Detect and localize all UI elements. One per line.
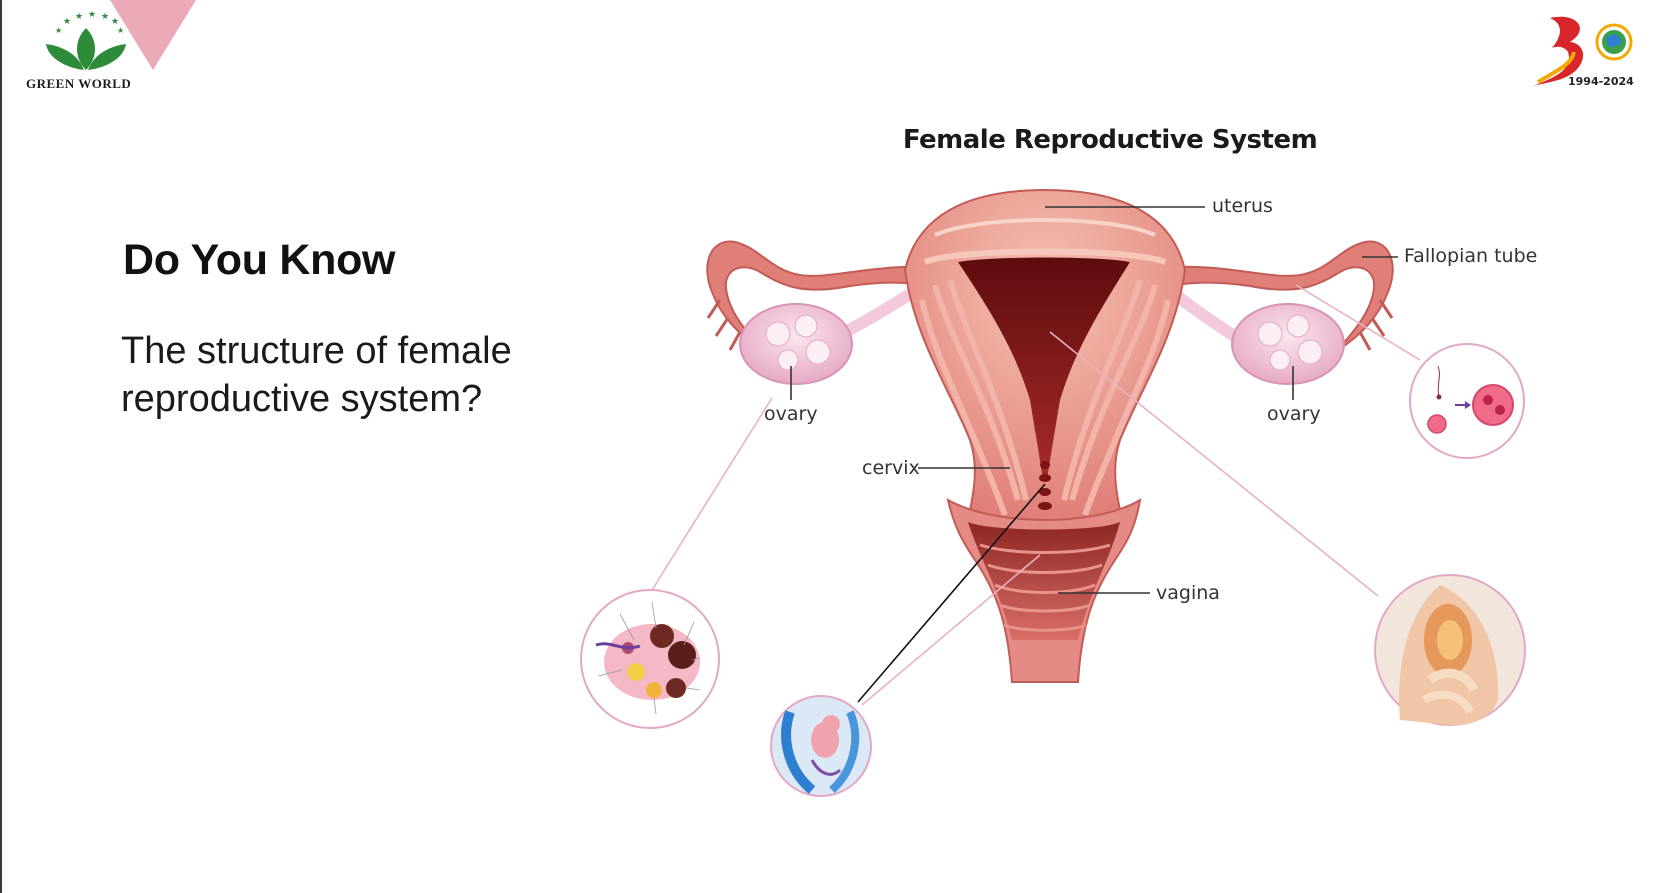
label-vagina: vagina xyxy=(1156,582,1220,604)
logo-text: GREEN WORLD xyxy=(26,76,132,91)
label-leader-lines xyxy=(790,206,1398,594)
pink-triangle-decoration xyxy=(110,0,196,70)
svg-text:★: ★ xyxy=(111,16,119,26)
cervix-connector-line xyxy=(857,483,1046,703)
anniversary-30-logo xyxy=(1533,16,1633,86)
svg-text:★: ★ xyxy=(75,11,83,21)
label-uterus: uterus xyxy=(1212,195,1273,217)
slide-heading: Do You Know xyxy=(123,236,396,284)
diagram-title: Female Reproductive System xyxy=(902,125,1318,155)
fetus-inset xyxy=(770,695,872,797)
pregnancy-inset xyxy=(1374,574,1526,726)
ovary-follicles-inset xyxy=(580,589,720,729)
label-ovary-right: ovary xyxy=(1267,403,1321,425)
vagina-shape xyxy=(946,498,1142,683)
svg-text:★: ★ xyxy=(101,11,109,21)
ovary-right-shape xyxy=(1231,303,1345,385)
left-border xyxy=(0,0,2,893)
svg-text:★: ★ xyxy=(88,10,96,19)
green-world-logo: ★ ★ ★ ★ ★ ★ ★ GREEN WORLD xyxy=(26,9,166,95)
label-fallopian-tube: Fallopian tube xyxy=(1404,245,1538,267)
inset-connector-lines xyxy=(651,284,1421,706)
label-cervix: cervix xyxy=(862,457,920,479)
anniversary-years: 1994-2024 xyxy=(1568,75,1634,88)
slide-question: The structure of female reproductive sys… xyxy=(121,330,512,420)
zygote-inset xyxy=(1409,343,1525,459)
ovary-left-shape xyxy=(739,303,853,385)
svg-text:★: ★ xyxy=(55,26,62,35)
svg-text:★: ★ xyxy=(63,16,71,26)
label-ovary-left: ovary xyxy=(764,403,818,425)
svg-text:★: ★ xyxy=(117,26,124,35)
uterus-shape xyxy=(903,188,1187,521)
